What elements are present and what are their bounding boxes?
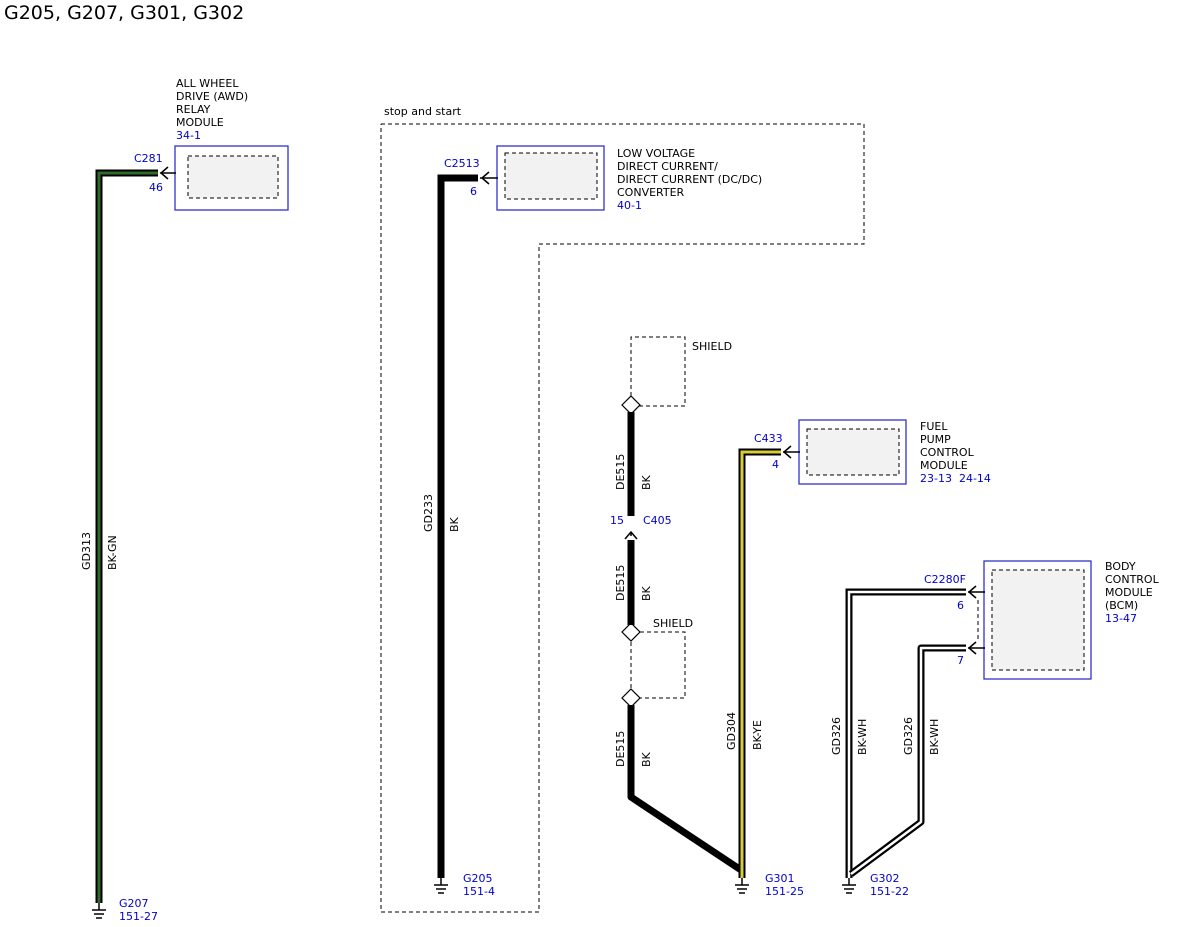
c2513-pin-arrow [480,171,498,185]
g301-ground-ref[interactable]: 151-25 [765,885,804,898]
gd326-a-color-label: BK-WH [856,719,869,755]
c281-pin-arrow [159,166,176,180]
fpcm-module-name-1: FUEL [920,420,948,433]
bcm-module-ref[interactable]: 13-47 [1105,612,1137,625]
g205-ground-id[interactable]: G205 [463,872,493,885]
de515-middle-color-label: BK [640,585,653,601]
bcm-module-name-4: (BCM) [1105,599,1138,612]
gd326-b-circuit-label: GD326 [902,717,915,755]
ground-symbol-g207 [92,903,106,919]
g207-ground-ref[interactable]: 151-27 [119,910,158,923]
fpcm-module-name-2: PUMP [920,433,951,446]
stop-start-region-outline [380,123,865,913]
bcm-module-name-2: CONTROL [1105,573,1160,586]
shield-lower [621,622,686,708]
c2280f-pin-6: 6 [957,599,964,612]
gd233-circuit-label: GD233 [422,494,435,532]
de515-upper-color-label: BK [640,474,653,490]
wire-de515-lower[interactable] [627,705,743,873]
bcm-module-name-3: MODULE [1105,586,1153,599]
bcm-module-inner [991,569,1085,671]
c405-connector-arrow [624,530,638,540]
c405-pin-number: 15 [610,514,624,527]
shield-upper-label: SHIELD [692,340,732,353]
ground-symbol-g301 [735,878,749,894]
body-control-module[interactable] [983,560,1092,680]
c2280f-connector-id[interactable]: C2280F [924,573,966,586]
dcdc-module-ref[interactable]: 40-1 [617,199,642,212]
dcdc-module-name-2: DIRECT CURRENT/ [617,160,718,173]
g302-ground-ref[interactable]: 151-22 [870,885,909,898]
fuel-pump-control-module[interactable] [798,419,907,485]
awd-module-name-2: DRIVE (AWD) [176,90,248,103]
shield-lower-label: SHIELD [653,617,693,630]
gd304-color-label: BK-YE [751,720,764,750]
c433-connector-id[interactable]: C433 [754,432,783,445]
gd313-color-label: BK-GN [106,535,119,570]
g207-ground-id[interactable]: G207 [119,897,149,910]
c433-pin-arrow [782,445,800,459]
awd-module-inner [187,155,279,199]
dcdc-module-name-3: DIRECT CURRENT (DC/DC) [617,173,762,186]
c2513-connector-id[interactable]: C2513 [444,157,480,170]
wire-gd326-b[interactable] [848,644,966,877]
gd326-b-color-label: BK-WH [928,719,941,755]
ground-symbol-g302 [842,878,856,894]
g301-ground-id[interactable]: G301 [765,872,795,885]
gd326-a-circuit-label: GD326 [830,717,843,755]
wire-gd233[interactable] [437,174,478,878]
bcm-module-name-1: BODY [1105,560,1136,573]
dcdc-module-name-1: LOW VOLTAGE [617,147,695,160]
fpcm-module-name-3: CONTROL [920,446,975,459]
de515-lower-color-label: BK [640,751,653,767]
ground-symbol-g205 [434,878,448,894]
g302-ground-id[interactable]: G302 [870,872,900,885]
de515-upper-circuit-label: DE515 [614,454,627,490]
awd-module-name-1: ALL WHEEL [176,77,239,90]
de515-middle-circuit-label: DE515 [614,565,627,601]
c2513-pin-number: 6 [470,185,477,198]
c433-pin-number: 4 [772,458,779,471]
wire-gd304[interactable] [738,448,781,878]
awd-module-name-4: MODULE [176,116,224,129]
awd-module-name-3: RELAY [176,103,211,116]
c2280f-pin-7-arrow [967,641,985,655]
gd304-circuit-label: GD304 [725,712,738,750]
fpcm-module-inner [806,428,900,476]
dcdc-module-name-4: CONVERTER [617,186,685,199]
page-title: G205, G207, G301, G302 [4,2,245,24]
stop-start-region-label: stop and start [384,105,462,118]
gd313-circuit-label: GD313 [80,532,93,570]
c281-pin-number: 46 [149,181,163,194]
gd233-color-label: BK [448,516,461,532]
wire-gd326-a[interactable] [845,588,966,878]
fpcm-module-ref[interactable]: 23-13 24-14 [920,472,991,485]
c2280f-pin-7: 7 [957,654,964,667]
c405-connector-id[interactable]: C405 [643,514,672,527]
de515-lower-circuit-label: DE515 [614,731,627,767]
c2280f-pin-6-arrow [967,585,985,599]
awd-module-ref[interactable]: 34-1 [176,129,201,142]
g205-ground-ref[interactable]: 151-4 [463,885,495,898]
fpcm-module-name-4: MODULE [920,459,968,472]
c281-connector-id[interactable]: C281 [134,152,163,165]
wire-gd313[interactable] [95,169,158,903]
awd-relay-module[interactable] [174,145,289,211]
dcdc-module-inner [504,152,598,200]
shield-upper [621,336,686,415]
dcdc-converter-module[interactable] [496,145,605,211]
